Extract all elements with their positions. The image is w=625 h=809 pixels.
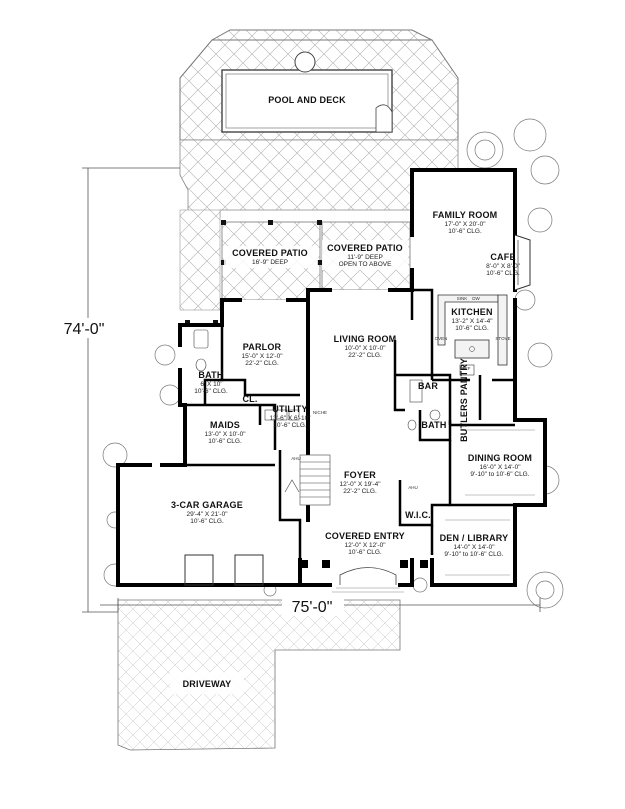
bath-1-label: BATH (198, 370, 223, 380)
cafe-bay (514, 234, 531, 291)
pool-label: POOL AND DECK (268, 95, 346, 105)
ahu-label-1: AHU (291, 456, 301, 461)
garage-label: 3-CAR GARAGE (171, 500, 243, 510)
garage-dims: 29'-4" X 21'-0" (186, 511, 228, 518)
utility-label: UTILITY (272, 404, 307, 414)
kitchen-ceiling: 10'-6" CLG. (455, 325, 489, 332)
covered-patio-1-dims: 16'-9" DEEP (252, 259, 288, 266)
parlor-label: PARLOR (243, 342, 282, 352)
pool-basin (221, 69, 393, 133)
den-library-dims: 14'-0" X 14'-0" (453, 544, 495, 551)
wic-label: W.I.C. (405, 510, 431, 520)
patio-deck (179, 139, 459, 311)
family-room-ceiling: 10'-6" CLG. (448, 228, 482, 235)
kitchen-ref-label: REF (462, 366, 471, 371)
bar-label: BAR (418, 381, 438, 391)
covered-entry-dims: 12'-0" X 12'-0" (344, 542, 386, 549)
family-room-dims: 17'-0" X 20'-0" (444, 221, 486, 228)
covered-entry-label: COVERED ENTRY (325, 531, 405, 541)
niche-label: NICHE (313, 410, 327, 415)
den-library-label: DEN / LIBRARY (440, 533, 509, 543)
maids-ceiling: 10'-6" CLG. (208, 438, 242, 445)
dining-room-dims: 16'-0" X 14'-0" (479, 464, 521, 471)
kitchen-dw-label: DW (472, 296, 480, 301)
parlor-ceiling: 22'-2" CLG. (245, 360, 279, 367)
kitchen-cabinets: SINK DW OVEN STOVE REF (435, 294, 511, 376)
covered-patio-2-note: OPEN TO ABOVE (339, 261, 393, 268)
bath-2-label: BATH (421, 420, 446, 430)
driveway-label: DRIVEWAY (183, 679, 232, 689)
staircase (284, 454, 331, 506)
ahu-label-2: AHU (408, 485, 418, 490)
covered-entry-ceiling: 10'-6" CLG. (348, 549, 382, 556)
kitchen-stove-label: STOVE (495, 336, 510, 341)
bath-fixtures (193, 329, 441, 431)
overall-width-dimension: 75'-0" (292, 599, 333, 616)
cafe-label: CAFE (490, 252, 515, 262)
driveway-area: DRIVEWAY (117, 599, 401, 751)
bay-windows (184, 429, 535, 586)
maids-dims: 13'-0" X 10'-0" (204, 431, 246, 438)
maids-label: MAIDS (210, 420, 240, 430)
foyer-ceiling: 22'-2" CLG. (343, 488, 377, 495)
interior-walls (185, 288, 515, 560)
living-room-label: LIVING ROOM (334, 334, 397, 344)
landscape-shrubs (102, 118, 564, 609)
covered-patio-2-dims: 11'-9" DEEP (347, 254, 383, 261)
family-room-label: FAMILY ROOM (433, 210, 498, 220)
kitchen-label: KITCHEN (451, 307, 492, 317)
foyer-label: FOYER (344, 470, 376, 480)
garage-ceiling: 10'-6" CLG. (190, 518, 224, 525)
parlor-dims: 15'-0" X 12'-0" (241, 353, 283, 360)
kitchen-oven-label: OVEN (435, 336, 448, 341)
covered-patio-1-label: COVERED PATIO (232, 248, 308, 258)
utility-ceiling: 10'-6" CLG. (273, 422, 307, 429)
closet-label: CL. (242, 394, 257, 404)
butlers-pantry-label: BUTLERS PANTRY (459, 358, 469, 442)
building-footprint (118, 170, 545, 585)
foyer-dims: 12'-0" X 19'-4" (339, 481, 381, 488)
cafe-ceiling: 10'-6" CLG. (486, 270, 520, 277)
kitchen-dims: 13'-2" X 14'-4" (451, 318, 493, 325)
dining-room-ceiling: 9'-10" to 10'-6" CLG. (470, 471, 529, 478)
living-room-dims: 10'-0" X 10'-0" (344, 345, 386, 352)
kitchen-sink-label: SINK (457, 296, 468, 301)
cafe-dims: 8'-0" X 8'-0" (486, 263, 521, 270)
pool-deck: POOL AND DECK (179, 29, 459, 149)
covered-patio-area: COVERED PATIO 16'-9" DEEP COVERED PATIO … (185, 220, 411, 325)
dining-room-label: DINING ROOM (468, 453, 532, 463)
living-room-ceiling: 22'-2" CLG. (348, 352, 382, 359)
overall-height-dimension: 74'-0" (64, 321, 105, 338)
den-library-ceiling: 9'-10" to 10'-6" CLG. (444, 551, 503, 558)
bath-1-dims: 6' X 10' (200, 381, 221, 388)
bath-1-ceiling: 10'-6" CLG. (194, 388, 228, 395)
room-labels: FAMILY ROOM 17'-0" X 20'-0" 10'-6" CLG. … (171, 210, 532, 558)
spa-circle (294, 51, 316, 73)
kitchen-island (454, 339, 490, 359)
utility-dims: 13'-6" X 6'-10" (269, 415, 311, 422)
covered-entry-structure (300, 560, 428, 593)
covered-patio-2-label: COVERED PATIO (327, 243, 403, 253)
